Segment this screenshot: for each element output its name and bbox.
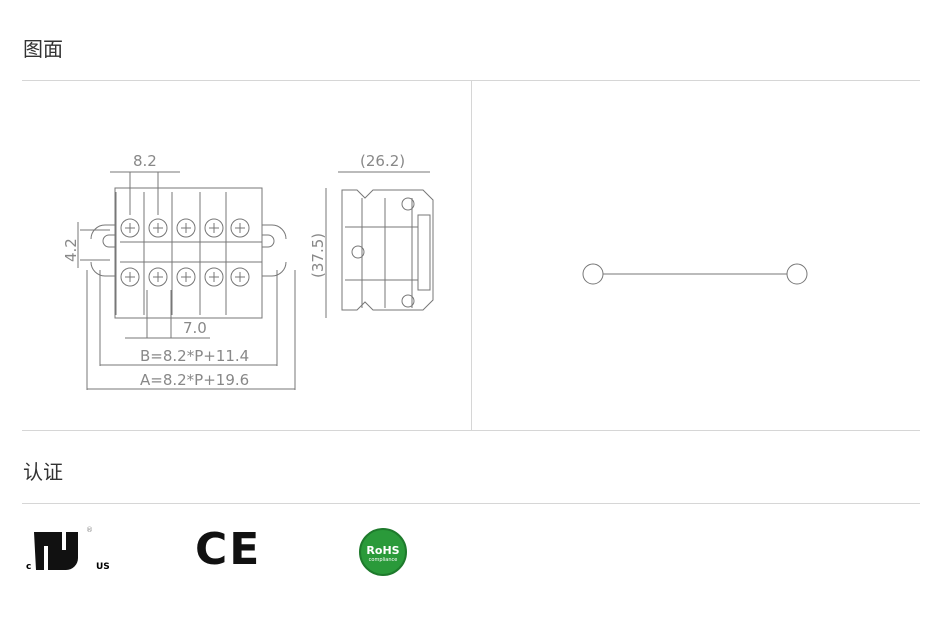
dim-side-height: (37.5) [309, 233, 327, 278]
drawing-panels [22, 80, 920, 431]
ce-logo: CE [195, 524, 262, 575]
screw [120, 218, 140, 238]
dim-a-formula: A=8.2*P+19.6 [140, 371, 249, 389]
divider [22, 503, 920, 504]
drawing-section-title: 图面 [23, 37, 63, 61]
rohs-logo: RoHS compliance [359, 528, 407, 576]
dim-screw-gap: 7.0 [183, 319, 207, 337]
screw [148, 218, 168, 238]
dim-pitch: 8.2 [133, 152, 157, 170]
dim-height-gap: 4.2 [62, 238, 80, 262]
front-view [77, 171, 296, 390]
ul-logo: c US ® [26, 526, 110, 572]
screw [148, 267, 168, 287]
dim-side-width: (26.2) [360, 152, 405, 170]
dim-b-formula: B=8.2*P+11.4 [140, 347, 249, 365]
panel-divider [471, 80, 472, 430]
screw [230, 267, 250, 287]
screw [204, 267, 224, 287]
screw [120, 267, 140, 287]
screw [204, 218, 224, 238]
screw [176, 218, 196, 238]
screw [176, 267, 196, 287]
screw [230, 218, 250, 238]
side-view [325, 171, 434, 318]
certification-section-title: 认证 [23, 460, 63, 484]
wiring-diagram [582, 263, 808, 285]
